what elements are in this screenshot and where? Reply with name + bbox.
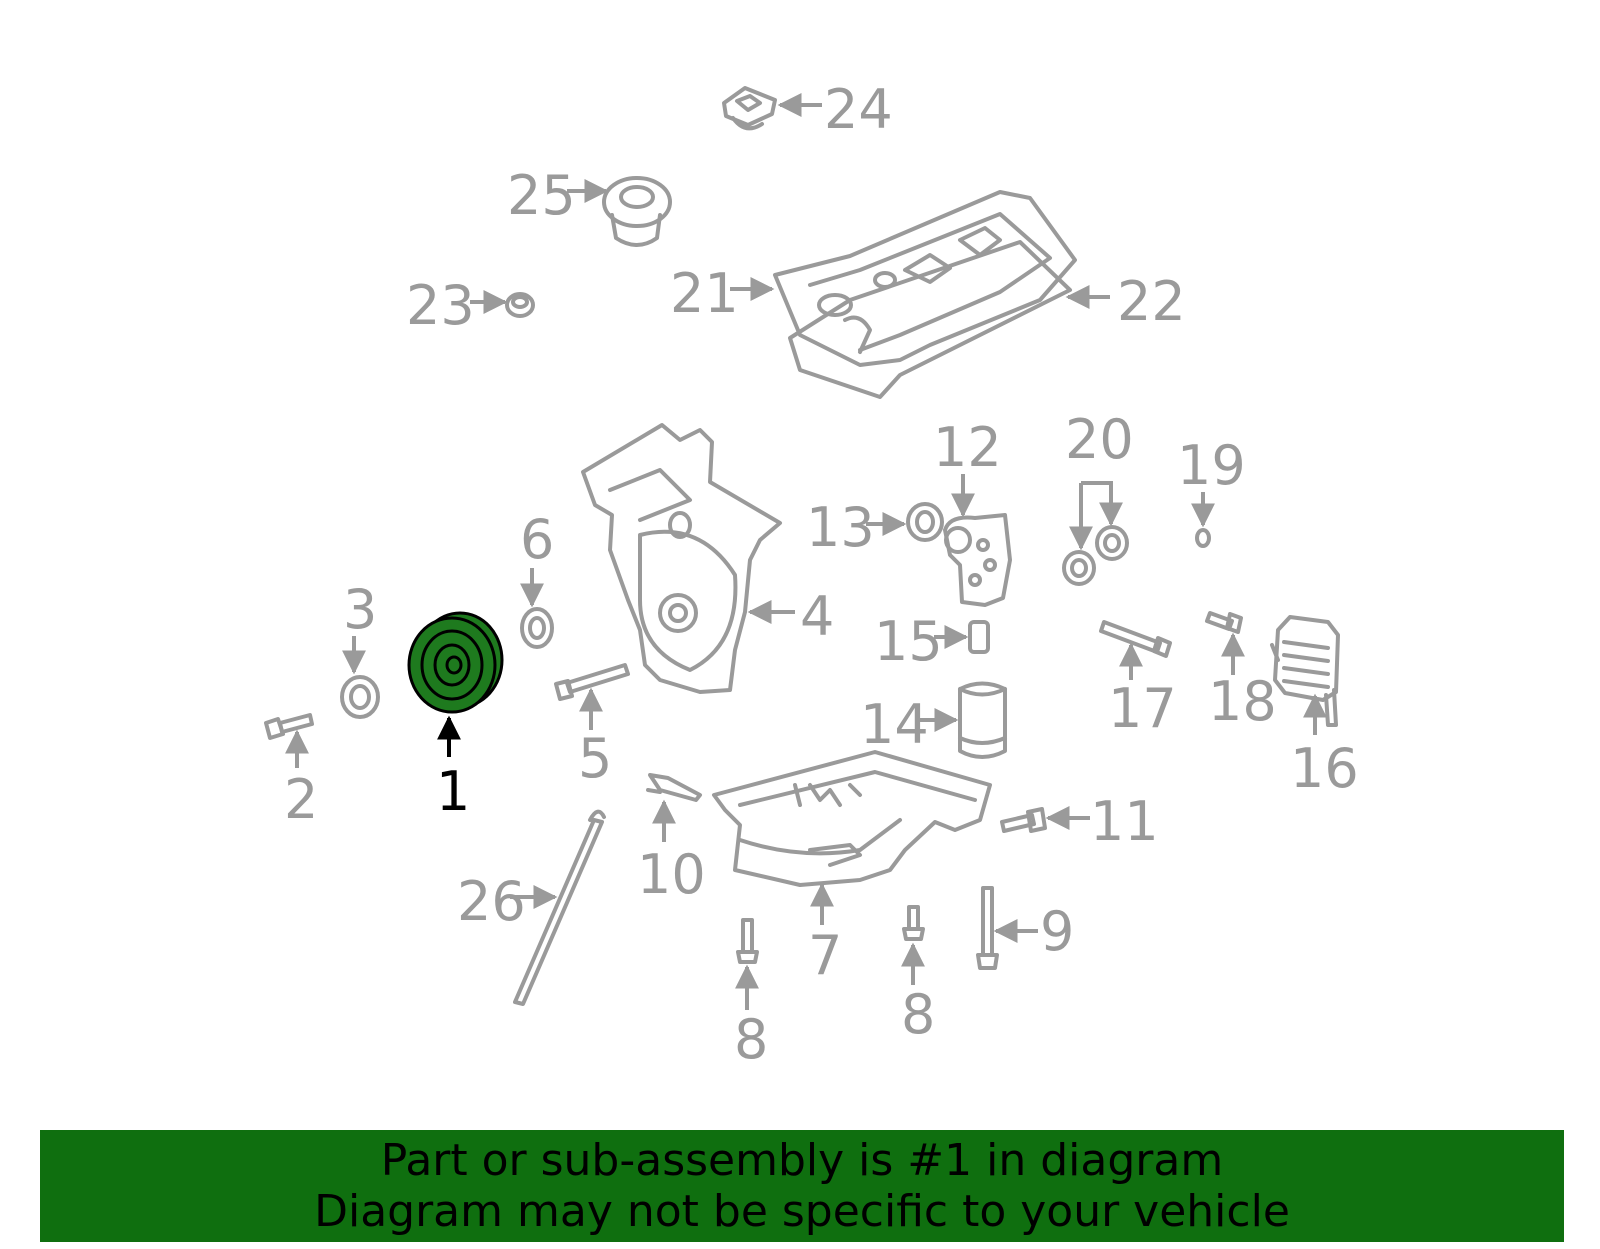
part-19-o-ring — [1195, 528, 1211, 548]
callout-22: 22 — [1117, 270, 1186, 333]
part-2-bolt — [264, 713, 314, 740]
banner-line-2: Diagram may not be specific to your vehi… — [314, 1186, 1290, 1237]
part-8-bolt-left — [736, 918, 759, 964]
callout-8a: 8 — [734, 1008, 768, 1071]
leader-20b — [1081, 481, 1123, 527]
callout-18: 18 — [1208, 670, 1277, 733]
callout-17: 17 — [1108, 677, 1177, 740]
part-7-oil-pan — [712, 750, 992, 887]
part-5-bolt — [554, 663, 630, 701]
callout-10: 10 — [637, 843, 706, 906]
callout-4: 4 — [800, 585, 834, 648]
part-18-bolt — [1205, 611, 1243, 634]
callout-15: 15 — [874, 610, 943, 673]
part-13-seal — [906, 502, 944, 542]
part-21-valve-cover — [773, 190, 1077, 367]
part-11-drain-plug — [1000, 807, 1047, 833]
part-26-dipstick — [513, 809, 606, 1006]
part-25-filler-cap — [602, 176, 672, 247]
callout-5: 5 — [578, 727, 612, 790]
part-24-cap — [722, 86, 777, 131]
part-10-sensor — [646, 773, 702, 802]
part-6-seal — [520, 607, 554, 649]
callout-1[interactable]: 1 — [436, 760, 470, 823]
callout-19: 19 — [1177, 434, 1246, 497]
callout-8b: 8 — [901, 983, 935, 1046]
callout-26: 26 — [457, 870, 526, 933]
part-16-oil-cooler — [1270, 615, 1340, 727]
callout-9: 9 — [1040, 900, 1074, 963]
callout-3: 3 — [343, 578, 377, 641]
callout-14: 14 — [860, 693, 929, 756]
callout-7: 7 — [808, 924, 842, 987]
callout-13: 13 — [806, 496, 875, 559]
callout-24: 24 — [824, 78, 893, 141]
callout-6: 6 — [520, 508, 554, 571]
part-9-long-bolt — [976, 886, 999, 970]
part-4-timing-cover — [581, 423, 782, 694]
info-banner: Part or sub-assembly is #1 in diagram Di… — [40, 1130, 1564, 1242]
banner-line-1: Part or sub-assembly is #1 in diagram — [380, 1135, 1224, 1186]
part-22-valve-cover-gasket — [788, 240, 1072, 399]
callout-21: 21 — [670, 262, 739, 325]
callout-11: 11 — [1090, 790, 1159, 853]
part-3-seal — [340, 675, 380, 719]
part-23-grommet — [505, 292, 535, 318]
callout-25: 25 — [507, 164, 576, 227]
callout-2: 2 — [284, 768, 318, 831]
callout-16: 16 — [1290, 737, 1359, 800]
part-17-bolt — [1099, 620, 1172, 658]
part-14-oil-filter — [958, 681, 1007, 759]
part-8-bolt-right — [902, 905, 925, 941]
part-15-fitting — [968, 620, 990, 654]
callout-23: 23 — [406, 274, 475, 337]
part-1-crankshaft-pulley[interactable] — [407, 611, 504, 714]
callout-20: 20 — [1065, 408, 1134, 471]
callout-12: 12 — [933, 416, 1002, 479]
part-12-oil-pump — [943, 513, 1012, 607]
part-20-seals — [1062, 525, 1129, 586]
